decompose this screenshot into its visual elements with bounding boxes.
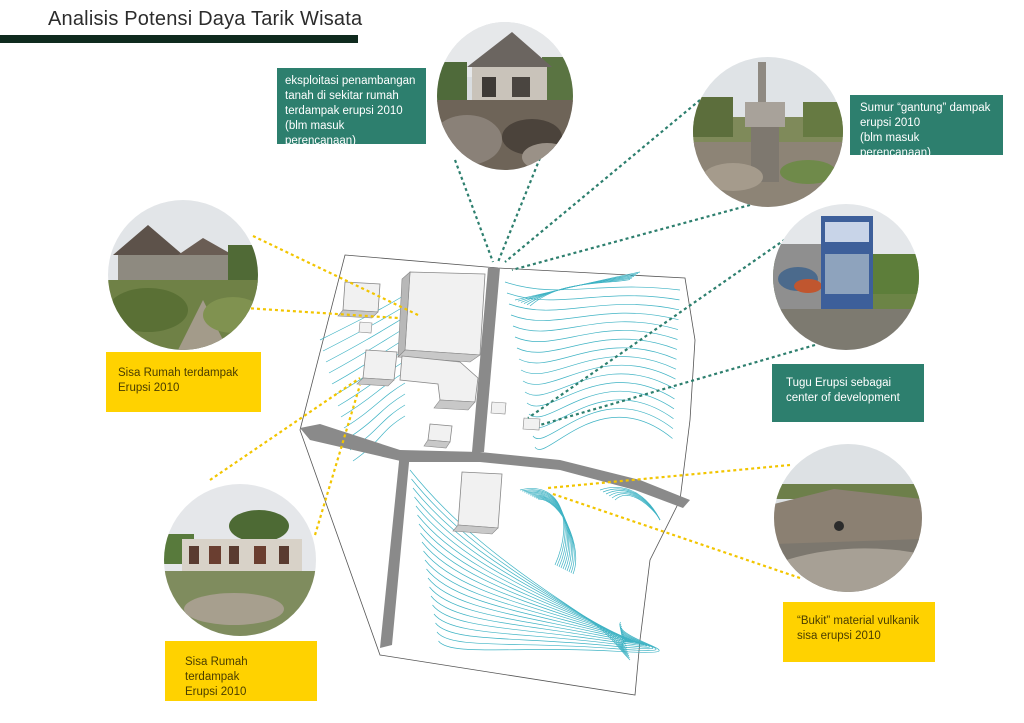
photo-hanging-well — [693, 57, 843, 207]
contour-south — [409, 469, 631, 661]
roads — [300, 268, 690, 648]
label-excavation: eksploitasi penambangan tanah di sekitar… — [277, 68, 426, 147]
contour-west — [340, 371, 406, 418]
label-monument: Tugu Erupsi sebagai center of developmen… — [772, 364, 924, 422]
contour-ridge-north — [529, 279, 631, 307]
contour-northeast — [526, 382, 675, 407]
label-house-north: Sisa Rumah terdampak Erupsi 2010 — [106, 352, 261, 412]
monument-site-marker — [522, 417, 541, 431]
building-tiny-nw — [358, 321, 373, 334]
label-volcanic-hill: “Bukit” material vulkanik sisa erupsi 20… — [783, 602, 935, 662]
leader-house-south-2 — [313, 384, 362, 536]
contour-west — [352, 415, 406, 462]
leader-hill-1 — [547, 463, 791, 490]
contour-west — [328, 327, 406, 374]
leader-monument-1 — [527, 235, 791, 419]
photo-damaged-house-south — [164, 484, 316, 636]
leader-well-1 — [504, 99, 701, 263]
contour-south — [433, 613, 651, 648]
buildings — [337, 271, 541, 535]
contour-northeast — [504, 281, 681, 291]
building-mid-cluster — [399, 355, 479, 411]
contour-south — [411, 478, 630, 659]
leader-house-north-1 — [252, 235, 419, 316]
page-title: Analisis Potensi Daya Tarik Wisata — [48, 8, 363, 30]
photo-monument-billboard — [773, 204, 919, 350]
leader-lines — [209, 99, 816, 580]
building-tiny-east — [490, 401, 507, 415]
contour-west — [343, 382, 406, 429]
contour-northeast — [518, 347, 677, 364]
leader-hill-2 — [549, 491, 801, 580]
contour-northeast — [516, 338, 678, 353]
photo-excavated-house — [437, 22, 573, 170]
contour-hill — [537, 498, 577, 575]
contour-south — [429, 586, 642, 644]
building-mid-west — [356, 349, 398, 387]
leader-house-north-2 — [244, 306, 399, 320]
road-horizontal — [300, 424, 690, 508]
contour-south — [415, 505, 629, 653]
building-small-road — [423, 423, 453, 449]
contour-south — [424, 559, 633, 643]
contour-northeast — [510, 312, 679, 321]
contour-northeast — [528, 390, 675, 418]
contour-lines — [319, 271, 681, 661]
contour-south — [435, 622, 654, 650]
contour-south — [432, 604, 648, 647]
building-small-nw — [337, 281, 381, 319]
title-underline — [0, 35, 358, 43]
photo-volcanic-hill — [774, 444, 922, 592]
building-large-north — [397, 271, 486, 363]
contour-west — [325, 316, 406, 363]
leader-house-south-1 — [209, 377, 361, 481]
road-vertical-north — [472, 268, 500, 452]
label-hanging-well: Sumur “gantung” dampak erupsi 2010 (blm … — [850, 95, 1003, 159]
contour-northeast — [508, 303, 680, 311]
contour-south — [414, 496, 629, 655]
contour-northeast — [534, 416, 673, 450]
road-vertical-south — [380, 452, 410, 648]
contour-northeast — [520, 356, 677, 375]
contour-south — [436, 623, 657, 651]
leader-well-2 — [511, 203, 751, 272]
contour-south — [412, 487, 630, 657]
leader-excavation-2 — [496, 157, 542, 263]
contour-northeast — [522, 364, 676, 385]
contour-south — [438, 621, 660, 653]
contour-south — [430, 595, 645, 645]
contour-northeast — [532, 408, 674, 439]
leader-excavation-1 — [453, 159, 495, 263]
contour-northeast — [512, 321, 679, 332]
building-south — [452, 471, 503, 535]
contour-hill-east — [614, 494, 661, 521]
photo-damaged-house-north — [108, 200, 258, 350]
contour-west — [346, 393, 406, 440]
label-house-south: Sisa Rumah terdampak Erupsi 2010 — [165, 641, 317, 701]
